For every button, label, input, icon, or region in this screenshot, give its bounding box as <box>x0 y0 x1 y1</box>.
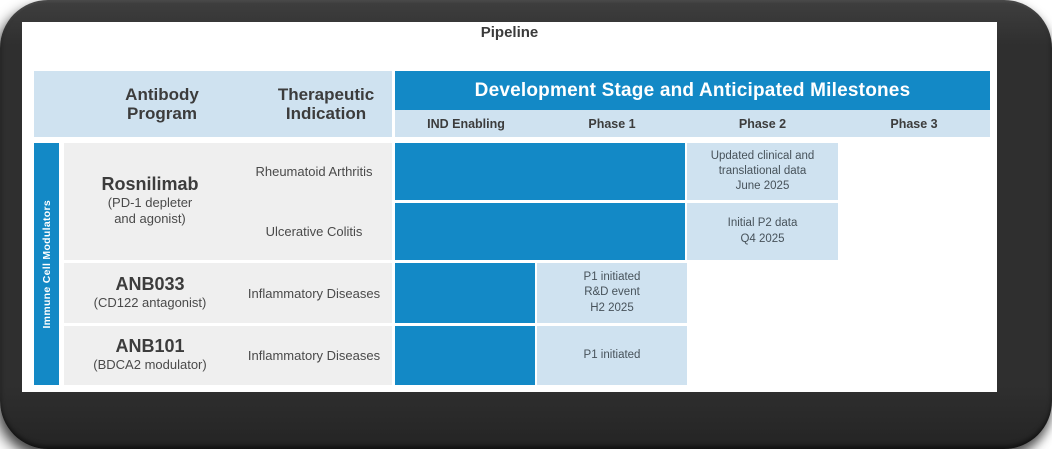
phase-header-phase-1: Phase 1 <box>588 116 636 131</box>
program-block-rosnilimab: Rosnilimab (PD-1 depleter and agonist) R… <box>64 143 392 260</box>
group-label-text: Immune Cell Modulators <box>40 199 53 329</box>
program-cell-rosnilimab: Rosnilimab (PD-1 depleter and agonist) <box>64 143 236 260</box>
stage-bar-rheumatoid-arthritis <box>395 143 685 200</box>
stage-bar-anb101 <box>395 326 535 385</box>
milestone-box-rheumatoid-arthritis: Updated clinical and translational data … <box>687 143 838 200</box>
program-mechanism: (PD-1 depleter and agonist) <box>107 195 193 227</box>
phase-header-phase-3: Phase 3 <box>890 116 938 131</box>
program-cell-anb101: ANB101 (BDCA2 modulator) <box>64 326 236 385</box>
stage-bar-ulcerative-colitis <box>395 203 685 260</box>
program-mechanism: (BDCA2 modulator) <box>93 357 207 373</box>
indication-ulcerative-colitis: Ulcerative Colitis <box>265 224 363 239</box>
stage-bar-anb033 <box>395 263 535 323</box>
pipeline-card: Pipeline Antibody Program Therapeutic In… <box>22 22 997 392</box>
phase-header-row: IND Enabling Phase 1 Phase 2 Phase 3 <box>395 110 990 137</box>
indication-inflammatory-diseases: Inflammatory Diseases <box>247 348 381 363</box>
milestone-box-anb033: P1 initiated R&D event H2 2025 <box>537 263 687 323</box>
program-name: Rosnilimab <box>101 174 199 195</box>
indication-rheumatoid-arthritis: Rheumatoid Arthritis <box>255 164 373 179</box>
indication-inflammatory-diseases: Inflammatory Diseases <box>247 285 381 301</box>
program-name: ANB033 <box>115 273 185 294</box>
column-header-antibody-program: Antibody Program <box>125 84 199 123</box>
column-header-therapeutic-indication: Therapeutic Indication <box>277 84 375 123</box>
milestone-box-anb101: P1 initiated <box>537 326 687 385</box>
table-header-left: Antibody Program Therapeutic Indication <box>34 71 392 137</box>
stage-header-band: Development Stage and Anticipated Milest… <box>395 71 990 110</box>
program-block-anb033: ANB033 (CD122 antagonist) Inflammatory D… <box>64 263 392 323</box>
phase-header-ind-enabling: IND Enabling <box>427 116 505 131</box>
milestone-box-ulcerative-colitis: Initial P2 data Q4 2025 <box>687 203 838 260</box>
page-title: Pipeline <box>480 24 539 41</box>
program-name: ANB101 <box>115 336 185 357</box>
phase-header-phase-2: Phase 2 <box>738 116 787 131</box>
program-mechanism: (CD122 antagonist) <box>93 294 207 310</box>
group-label-immune-cell-modulators: Immune Cell Modulators <box>34 143 59 385</box>
program-block-anb101: ANB101 (BDCA2 modulator) Inflammatory Di… <box>64 326 392 385</box>
program-cell-anb033: ANB033 (CD122 antagonist) <box>64 263 236 323</box>
